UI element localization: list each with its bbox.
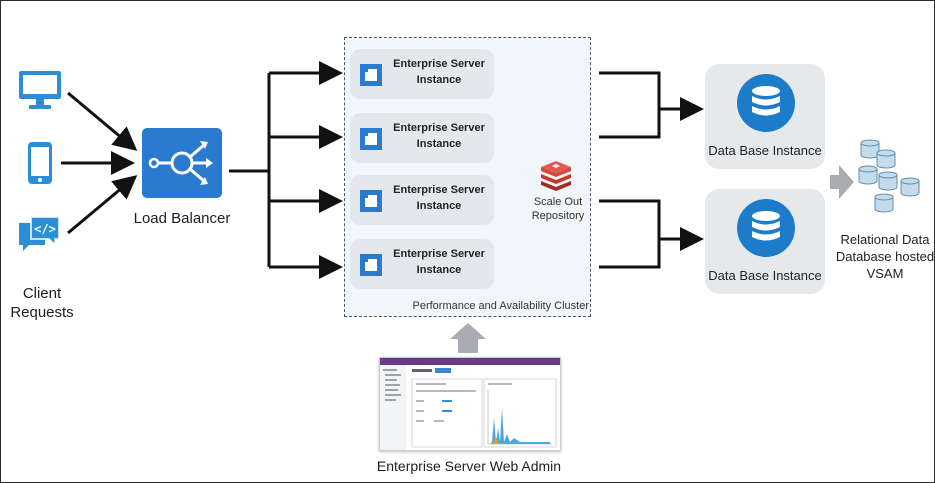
relational-label-line3: VSAM: [866, 266, 904, 281]
database-label: Data Base Instance: [708, 268, 822, 283]
code-chat-icon: </>: [19, 216, 60, 251]
instance-label-line2: Instance: [416, 138, 462, 150]
database-cluster-icon: [858, 139, 920, 213]
database-icon: [737, 199, 795, 257]
web-admin-screenshot[interactable]: [379, 357, 561, 451]
database-icon-glyph: [752, 211, 780, 241]
instance-label-line1: Enterprise Server: [393, 248, 485, 260]
relational-label-line2: Database hosted: [835, 249, 935, 264]
instance-label-line2: Instance: [416, 200, 462, 212]
instance-label: Enterprise Server Instance: [386, 182, 492, 214]
instance-label-line2: Instance: [416, 264, 462, 276]
svg-text:</>: </>: [34, 222, 56, 236]
client-label-line2: Requests: [10, 304, 74, 321]
load-balancer-label: Load Balancer: [133, 210, 231, 227]
enterprise-server-instance-2[interactable]: Enterprise Server Instance: [350, 113, 494, 163]
database-icon: [737, 74, 795, 132]
web-admin-label: Enterprise Server Web Admin: [376, 458, 562, 474]
client-arrow-desktop: [67, 91, 138, 151]
database-label: Data Base Instance: [708, 143, 822, 158]
server-instance-icon: [360, 190, 382, 212]
enterprise-server-instance-4[interactable]: Enterprise Server Instance: [350, 239, 494, 289]
server-instance-icon: [360, 254, 382, 276]
client-label-line1: Client: [22, 285, 62, 302]
repository-label-line1: Scale Out: [533, 196, 583, 208]
instance-label-line1: Enterprise Server: [393, 122, 485, 134]
client-arrow-code: [67, 175, 138, 235]
repository-label: Scale Out Repository: [523, 195, 593, 223]
gray-arrow-up: [450, 323, 486, 353]
redis-stack-icon: [541, 161, 571, 191]
gray-arrow-right: [830, 165, 854, 199]
client-requests-label: Client Requests: [7, 284, 77, 322]
server-instance-icon: [360, 64, 382, 86]
relational-data-label: Relational Data Database hosted VSAM: [834, 231, 935, 282]
db-merge-bottom: [599, 199, 661, 269]
database-icon-glyph: [752, 86, 780, 116]
repository-label-line2: Repository: [531, 210, 585, 222]
instance-label: Enterprise Server Instance: [386, 56, 492, 88]
mobile-phone-icon: [28, 142, 52, 184]
cluster-label: Performance and Availability Cluster: [412, 300, 590, 312]
instance-label-line1: Enterprise Server: [393, 58, 485, 70]
database-instance-1[interactable]: Data Base Instance: [705, 64, 825, 169]
enterprise-server-instance-1[interactable]: Enterprise Server Instance: [350, 49, 494, 99]
desktop-monitor-icon: [19, 71, 61, 109]
database-instance-2[interactable]: Data Base Instance: [705, 189, 825, 294]
server-instance-icon: [360, 128, 382, 150]
relational-label-line1: Relational Data: [840, 232, 930, 247]
instance-label: Enterprise Server Instance: [386, 120, 492, 152]
enterprise-server-instance-3[interactable]: Enterprise Server Instance: [350, 175, 494, 225]
web-admin-thumbnail: [380, 358, 560, 450]
instance-label: Enterprise Server Instance: [386, 246, 492, 278]
instance-label-line1: Enterprise Server: [393, 184, 485, 196]
instance-label-line2: Instance: [416, 74, 462, 86]
load-balancer-icon: [142, 128, 222, 198]
db-merge-top: [599, 71, 661, 139]
